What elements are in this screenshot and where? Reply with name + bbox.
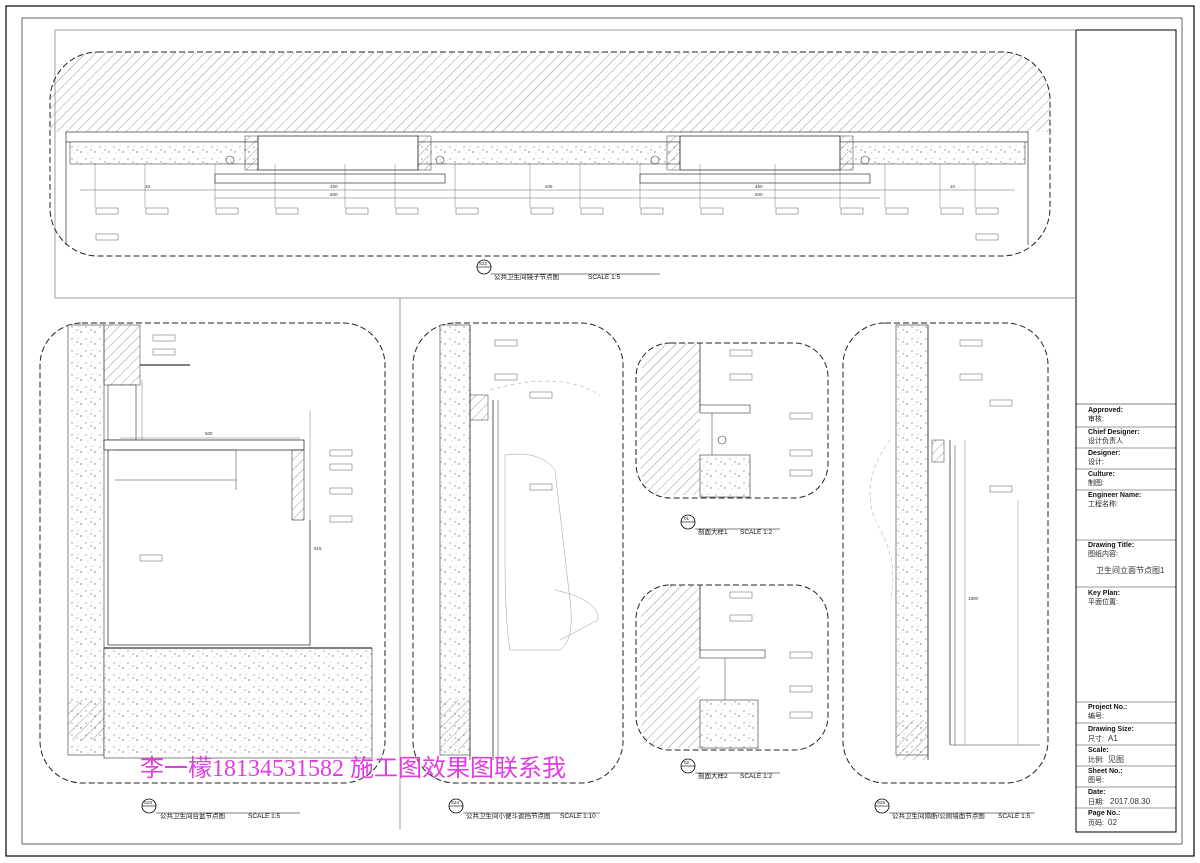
sheet-outer-border	[5, 5, 1195, 857]
svg-text:500: 500	[330, 192, 338, 197]
detail-s24: S24 公共卫生间小便斗遮挡节点图 SCALE 1:10	[412, 322, 624, 820]
svg-text:S25: S25	[877, 800, 886, 805]
svg-text:1800: 1800	[968, 596, 979, 601]
svg-text:S22: S22	[479, 261, 488, 266]
caption-s22: 公共卫生间镜子节点图	[494, 272, 559, 281]
project-no-cn: 编号:	[1088, 711, 1104, 720]
drawing-size-cn: 尺寸:	[1088, 734, 1104, 743]
caption-s25: 公共卫生间隔断/公厕墙面节点图	[892, 811, 985, 820]
key-plan-cn: 平面位置:	[1088, 597, 1118, 606]
scale-s24: SCALE 1:10	[560, 813, 596, 820]
scale-s22: SCALE 1:5	[588, 274, 621, 281]
svg-text:815: 815	[314, 546, 322, 551]
sheet-no-label: Sheet No.:	[1088, 768, 1123, 775]
engineer-cn: 工程名称:	[1088, 499, 1118, 508]
drawing-title-label: Drawing Title:	[1088, 542, 1134, 549]
sheet-inner-border	[21, 17, 1183, 845]
page-no-cn: 页码:	[1088, 819, 1104, 827]
svg-text:405: 405	[545, 184, 553, 189]
svg-text:02: 02	[684, 760, 690, 765]
drawing-title-cn: 图纸内容:	[1088, 549, 1118, 558]
designer-label: Designer:	[1088, 450, 1120, 457]
designer-cn: 设计:	[1088, 457, 1104, 466]
svg-text:500: 500	[205, 431, 213, 436]
page-no-value: 02	[1108, 818, 1117, 827]
scale-s23: SCALE 1:5	[248, 813, 281, 820]
svg-text:450: 450	[330, 184, 338, 189]
detail-s23: 500 815 S23 公共卫生间台盆节点图 SCALE 1:5	[39, 322, 386, 820]
project-no-label: Project No.:	[1088, 704, 1127, 711]
caption-s23: 公共卫生间台盆节点图	[160, 811, 225, 820]
caption-section-1: 剖面大样1	[698, 527, 728, 536]
caption-s24: 公共卫生间小便斗遮挡节点图	[466, 811, 551, 820]
detail-s22: 10 450 405 450 10 500 500	[49, 51, 1051, 281]
sheet-no-cn: 图号:	[1088, 776, 1104, 784]
svg-text:500: 500	[755, 192, 763, 197]
detail-s25: 1800 S25 公共卫生间隔断/公厕墙面节点图 SCALE 1:5	[842, 322, 1049, 820]
culture-cn: 制图:	[1088, 478, 1104, 487]
date-cn: 日期:	[1088, 798, 1104, 806]
scale-value: 见图	[1108, 755, 1124, 764]
drawing-title-value: 卫生间立面节点图1	[1096, 565, 1165, 575]
svg-text:S24: S24	[451, 800, 460, 805]
scale-section-2: SCALE 1:2	[740, 773, 773, 780]
watermark-contact: 李一檬18134531582 施工图效果图联系我	[140, 755, 566, 782]
scale-cn: 比例:	[1088, 755, 1104, 764]
detail-section-2: 02 剖面大样2 SCALE 1:2	[635, 584, 829, 780]
svg-text:10: 10	[950, 184, 956, 189]
svg-text:S23: S23	[144, 800, 153, 805]
title-block: Approved: 审核: Chief Designer: 设计负责人 Desi…	[1075, 29, 1177, 833]
scale-s25: SCALE 1:5	[998, 813, 1031, 820]
approved-cn: 审核:	[1088, 414, 1104, 423]
svg-text:01: 01	[684, 516, 690, 521]
chief-designer-cn: 设计负责人	[1088, 436, 1123, 445]
svg-text:10: 10	[145, 184, 151, 189]
drawing-size-label: Drawing Size:	[1088, 726, 1134, 733]
culture-label: Culture:	[1088, 471, 1115, 478]
key-plan-label: Key Plan:	[1088, 590, 1120, 597]
date-value: 2017.08.30	[1110, 797, 1151, 806]
chief-designer-label: Chief Designer:	[1088, 429, 1140, 436]
scale-label: Scale:	[1088, 747, 1109, 754]
svg-text:450: 450	[755, 184, 763, 189]
date-label: Date:	[1088, 789, 1106, 796]
drawing-size-value: A1	[1108, 734, 1118, 743]
scale-section-1: SCALE 1:2	[740, 529, 773, 536]
detail-section-1: 01 剖面大样1 SCALE 1:2	[635, 342, 829, 536]
page-no-label: Page No.:	[1088, 810, 1120, 817]
approved-label: Approved:	[1088, 407, 1123, 414]
engineer-label: Engineer Name:	[1088, 492, 1141, 499]
caption-section-2: 剖面大样2	[698, 771, 728, 780]
